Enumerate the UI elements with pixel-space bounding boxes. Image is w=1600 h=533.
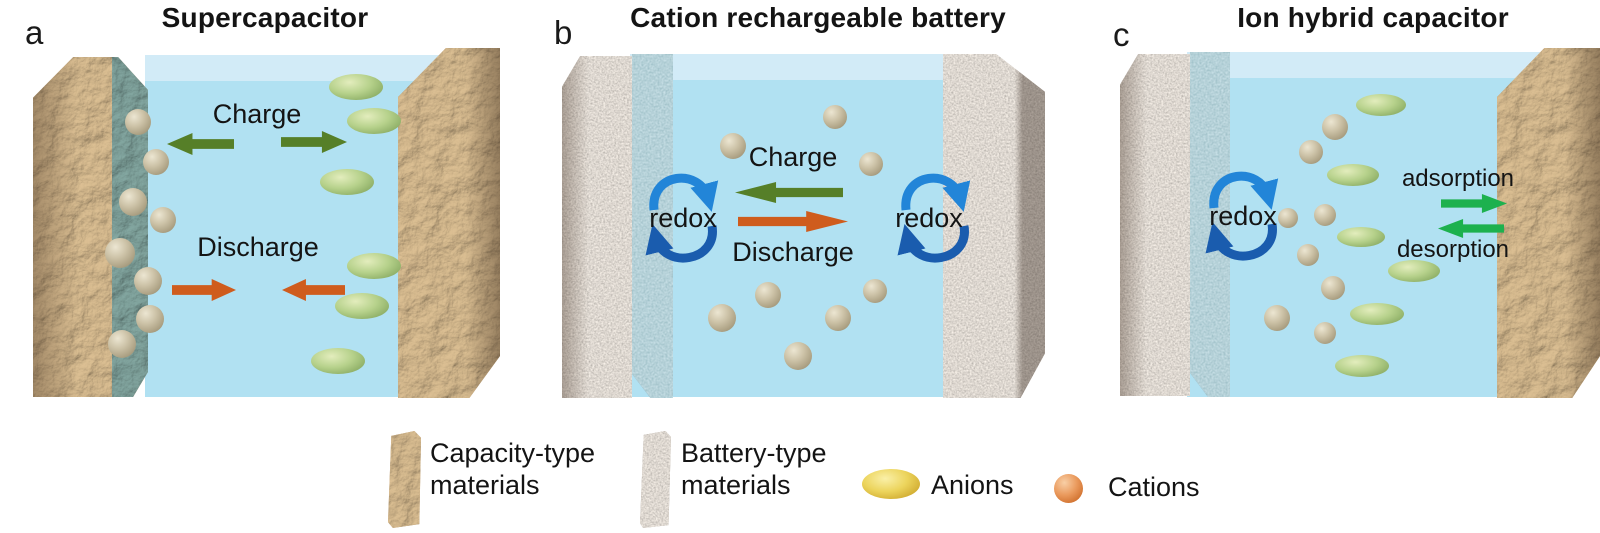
ion-layer-b xyxy=(540,0,1085,420)
anion-ellipse xyxy=(1350,303,1404,325)
cation-sphere xyxy=(708,304,736,332)
panel-b-title: Cation rechargeable battery xyxy=(630,2,1006,33)
anion-ellipse xyxy=(311,348,365,374)
adsorption-label: adsorption xyxy=(1401,165,1515,192)
cation-sphere xyxy=(1314,322,1336,344)
cation-sphere xyxy=(720,133,746,159)
panel-c-title: Ion hybrid capacitor xyxy=(1237,2,1509,33)
panel-a-label: a xyxy=(25,14,44,51)
cation-sphere xyxy=(108,330,136,358)
cation-sphere xyxy=(105,238,135,268)
legend-capacity-type-swatch xyxy=(388,431,421,528)
anion-ellipse xyxy=(347,253,401,279)
anion-ellipse xyxy=(347,108,401,134)
redox-cycle-icon-right xyxy=(897,173,971,263)
legend-battery-type-label: Battery-type materials xyxy=(681,438,827,501)
cation-sphere xyxy=(125,109,151,135)
discharge-label-b: Discharge xyxy=(732,237,854,267)
panel-b: Cation rechargeable battery b redox redo… xyxy=(540,0,1085,420)
electrolyte-surface-a xyxy=(145,55,465,81)
cation-sphere xyxy=(136,305,164,333)
anion-ellipse xyxy=(1327,164,1379,186)
legend: Capacity-type materials Battery-type mat… xyxy=(0,420,1600,533)
cation-sphere xyxy=(150,207,176,233)
cation-sphere xyxy=(119,188,147,216)
legend-anion-icon xyxy=(862,469,920,499)
cation-sphere xyxy=(143,149,169,175)
charge-label-b: Charge xyxy=(748,142,838,172)
redox-cycle-icon xyxy=(1205,171,1279,261)
electrolyte-surface-b xyxy=(630,54,975,80)
cation-sphere xyxy=(1299,140,1323,164)
anion-ellipse xyxy=(320,169,374,195)
cation-sphere xyxy=(825,305,851,331)
redox-label-left: redox xyxy=(649,203,717,233)
legend-cation-icon xyxy=(1054,474,1083,503)
redox-label-right: redox xyxy=(895,203,963,233)
anion-ellipse xyxy=(335,293,389,319)
anion-ellipse xyxy=(1388,260,1440,282)
cation-sphere xyxy=(134,267,162,295)
panel-c-label: c xyxy=(1113,16,1130,53)
legend-cations-label: Cations xyxy=(1108,472,1200,502)
cation-sphere xyxy=(823,105,847,129)
cation-sphere xyxy=(755,282,781,308)
panel-c: Ion hybrid capacitor c redox adsorption … xyxy=(1085,0,1600,420)
cation-sphere xyxy=(1322,114,1348,140)
electrolyte-surface-c xyxy=(1187,52,1547,78)
redox-label-c: redox xyxy=(1209,201,1277,231)
charge-label-a: Charge xyxy=(212,99,302,129)
panel-b-label: b xyxy=(554,14,573,51)
ion-layer-a xyxy=(0,0,540,420)
legend-capacity-type-label: Capacity-type materials xyxy=(430,438,596,501)
anion-ellipse xyxy=(1335,355,1389,377)
legend-battery-type-swatch xyxy=(640,431,671,528)
discharge-label-a: Discharge xyxy=(197,232,319,262)
cation-sphere xyxy=(1297,244,1319,266)
cation-sphere xyxy=(859,152,883,176)
cation-sphere xyxy=(1321,276,1345,300)
redox-cycle-icon-left xyxy=(645,173,719,263)
cation-sphere xyxy=(863,279,887,303)
ion-layer-c xyxy=(1085,0,1600,420)
anion-ellipse xyxy=(329,74,383,100)
panel-a: Supercapacitor a Charge Discharge xyxy=(0,0,540,420)
panel-a-title: Supercapacitor xyxy=(161,2,369,33)
legend-anions-label: Anions xyxy=(931,470,1014,500)
cation-sphere xyxy=(1314,204,1336,226)
desorption-label: desorption xyxy=(1396,236,1510,263)
cation-sphere xyxy=(1264,305,1290,331)
cation-sphere xyxy=(1278,208,1298,228)
anion-ellipse xyxy=(1356,94,1406,116)
anion-ellipse xyxy=(1337,227,1385,247)
cation-sphere xyxy=(784,342,812,370)
